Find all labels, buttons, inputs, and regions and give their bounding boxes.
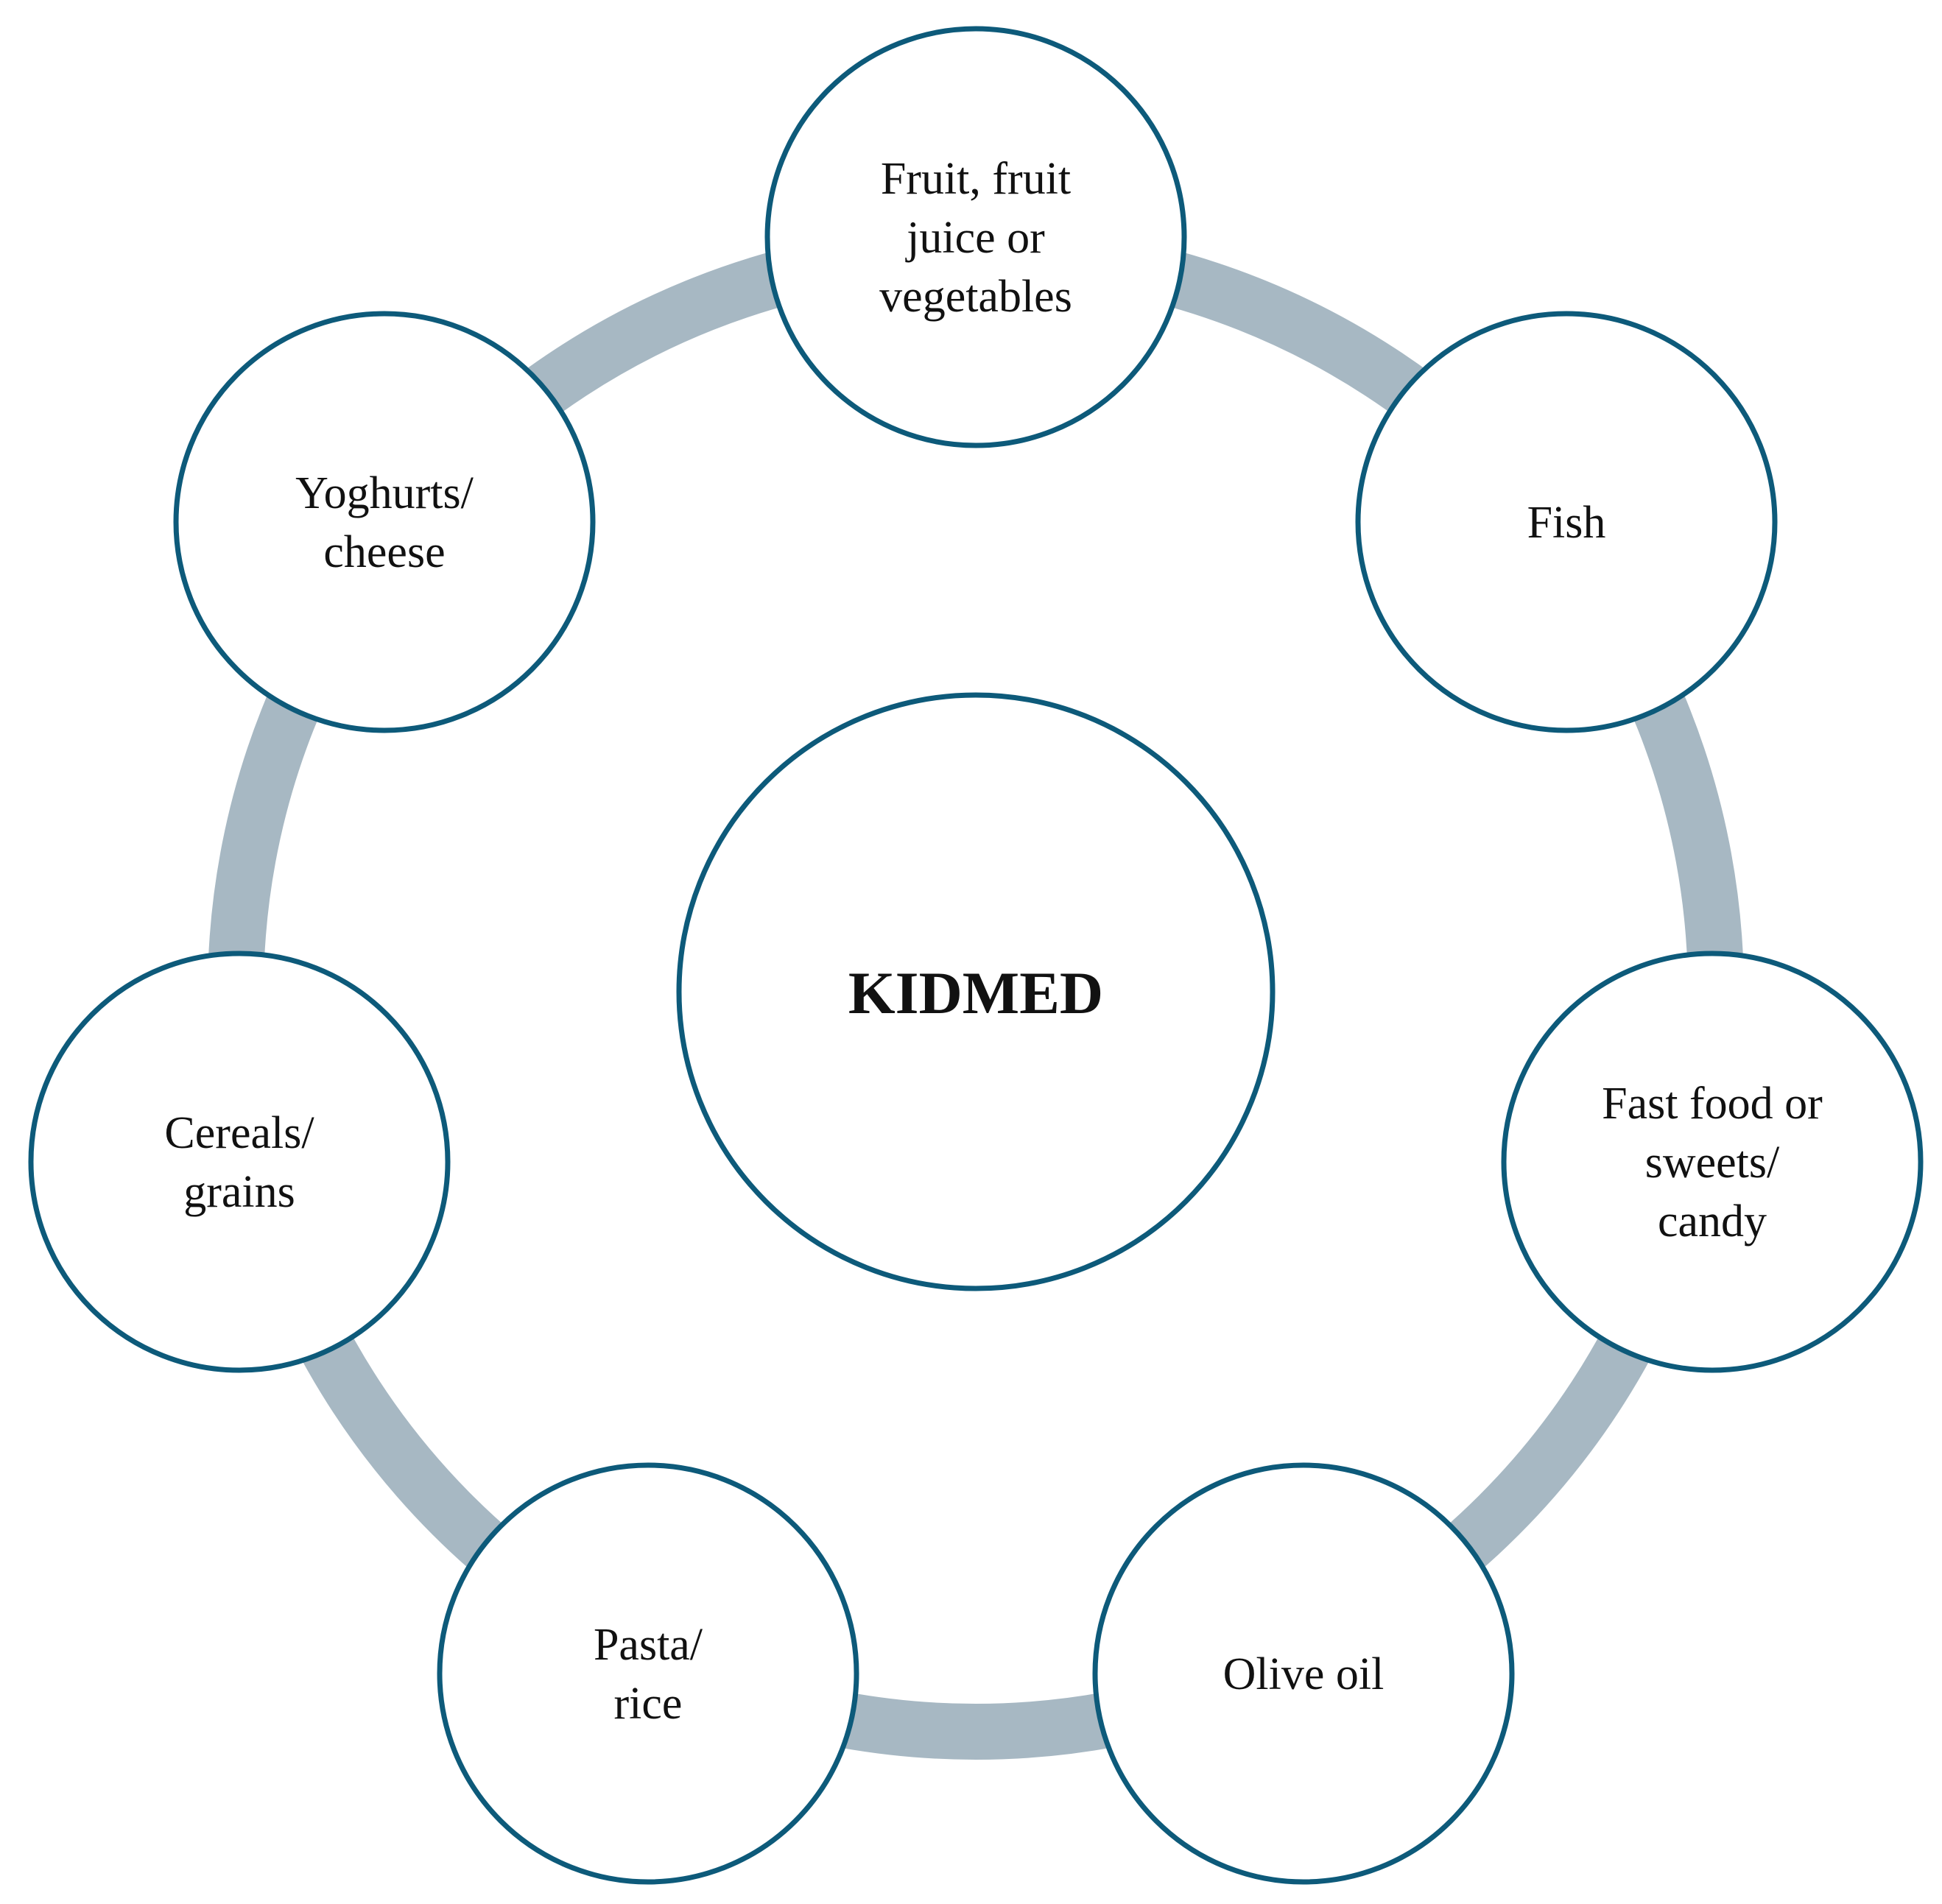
node-label-fast-food-line-2: sweets/ [1645, 1138, 1780, 1188]
center-circle [676, 692, 1276, 1291]
node-label-fast-food-line-3: candy [1658, 1196, 1767, 1247]
node-label-fish-line-1: Fish [1527, 498, 1606, 548]
node-label-fruit-line-1: Fruit, fruit [881, 154, 1071, 204]
node-circle-fast-food [1501, 951, 1924, 1373]
center-node: KIDMED [676, 692, 1276, 1291]
node-label-yoghurts-line-2: cheese [323, 527, 445, 577]
node-label-fruit-line-2: juice or [905, 213, 1045, 263]
node-label-fast-food-line-1: Fast food or [1602, 1079, 1823, 1129]
node-label-olive-oil-line-1: Olive oil [1223, 1649, 1385, 1699]
node-label-pasta-line-1: Pasta/ [594, 1620, 703, 1670]
node-circle-olive-oil [1092, 1462, 1515, 1885]
node-label-cereals-line-1: Cereals/ [164, 1108, 314, 1158]
node-label-fruit-line-3: vegetables [879, 272, 1072, 322]
node-fast-food: Fast food or sweets/candy [1501, 951, 1924, 1373]
center-label: KIDMED [848, 959, 1103, 1026]
node-fish: Fish [1355, 311, 1778, 733]
node-circle-pasta [437, 1462, 859, 1885]
node-fruit: Fruit, fruit juice or vegetables [764, 26, 1187, 448]
node-label-cereals-line-2: grains [183, 1167, 295, 1217]
node-circle-yoghurts [173, 311, 596, 733]
node-label-yoghurts-line-1: Yoghurts/ [295, 468, 474, 518]
node-circle-fish [1355, 311, 1778, 733]
node-yoghurts: Yoghurts/cheese [173, 311, 596, 733]
node-olive-oil: Olive oil [1092, 1462, 1515, 1885]
node-label-pasta-line-2: rice [614, 1679, 683, 1729]
node-circle-cereals [28, 951, 451, 1373]
node-circle-fruit [764, 26, 1187, 448]
node-cereals: Cereals/grains [28, 951, 451, 1373]
node-pasta: Pasta/rice [437, 1462, 859, 1885]
